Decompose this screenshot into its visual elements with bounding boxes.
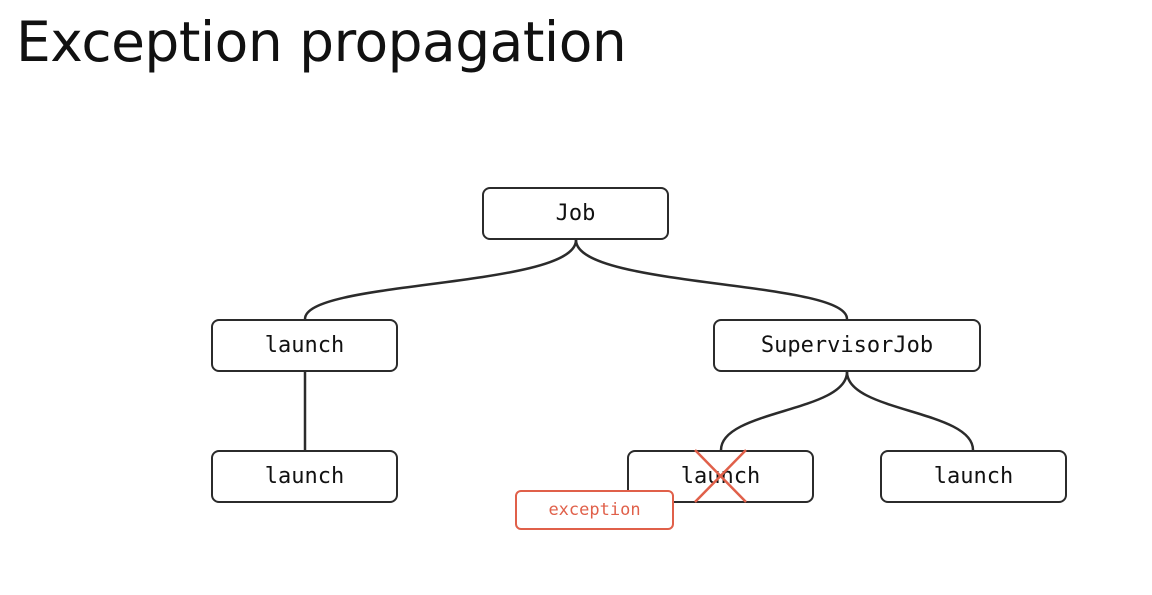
- failure-cross-icon: [694, 449, 747, 503]
- node-job: Job: [482, 187, 669, 240]
- edge-job-supervisorjob: [574, 239, 849, 320]
- node-launch-right: launch: [880, 450, 1067, 503]
- exception-label: exception: [515, 490, 674, 530]
- edge-supervisorjob-launch-right: [845, 371, 975, 451]
- edge-supervisorjob-launch-failed: [719, 371, 849, 451]
- node-supervisor-job: SupervisorJob: [713, 319, 981, 372]
- node-launch-left: launch: [211, 319, 398, 372]
- page-title: Exception propagation: [16, 10, 627, 74]
- edge-job-launch: [303, 239, 578, 320]
- node-launch-left-child: launch: [211, 450, 398, 503]
